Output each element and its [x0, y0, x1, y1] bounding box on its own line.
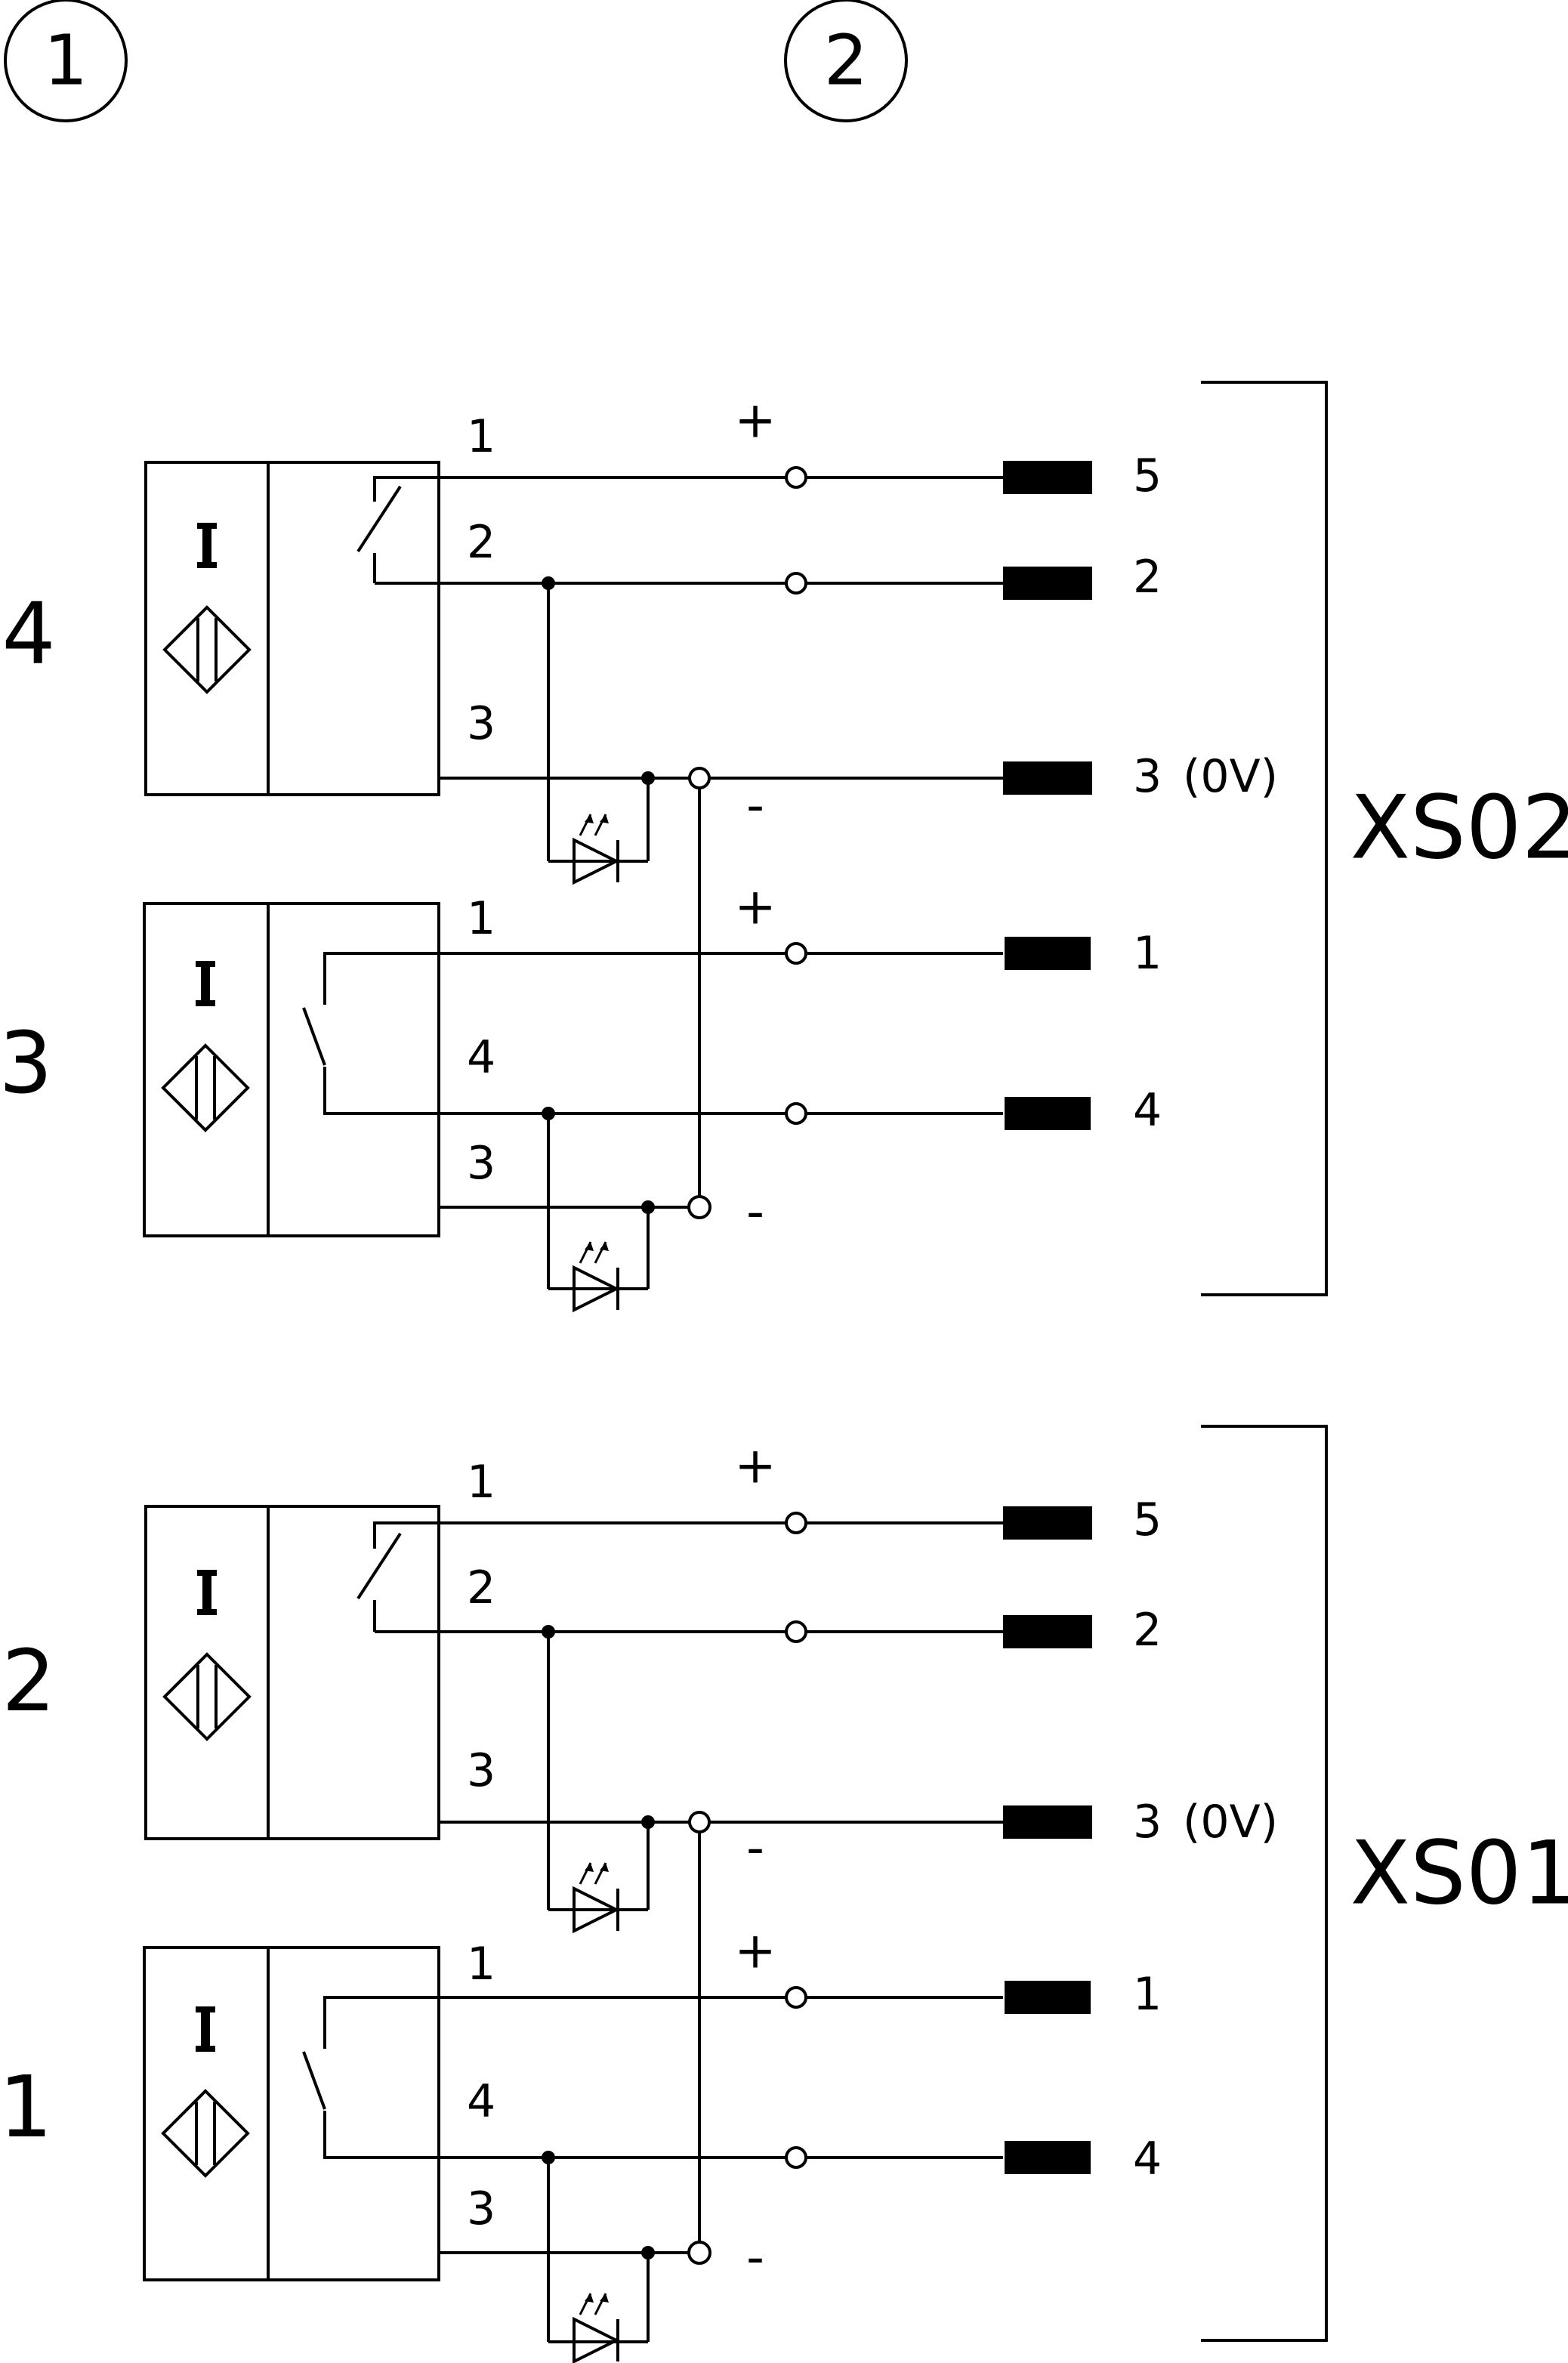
inductive-proximity-sensor-icon: [163, 521, 251, 693]
terminal-circle-icon: [785, 1620, 807, 1643]
sensor-pin-label: 3: [467, 2182, 495, 2235]
led-icon: [573, 1861, 619, 1932]
connector-pin-icon: [1003, 1615, 1092, 1648]
connector-pin-number: 3: [1133, 750, 1162, 803]
no-contact-icon: [302, 1996, 439, 2159]
header-marker-label: 1: [44, 20, 88, 101]
sensor-1: 1 1 4 3: [0, 1938, 1003, 2363]
sensor-pin-label: 2: [467, 1561, 495, 1614]
inductive-proximity-sensor-icon: [162, 959, 249, 1132]
nc-contact-icon: [357, 1521, 439, 1632]
terminal-column: [687, 466, 807, 1219]
sensor-id-label: 1: [0, 2059, 53, 2157]
sensor-body: [144, 461, 440, 796]
led-icon: [573, 1240, 619, 1311]
sensor-pin-label: 3: [467, 1137, 495, 1190]
sensor-pin-label: 4: [467, 1031, 495, 1084]
connector-pin-number: 4: [1133, 2133, 1162, 2185]
sensor-pin-label: 1: [467, 410, 495, 463]
connector-pin-icon: [1005, 937, 1091, 970]
terminal-column: [687, 1512, 807, 2265]
connector-pin-number: 2: [1133, 551, 1162, 604]
connector-pin-icon: [1003, 1805, 1092, 1839]
header-marker-label: 2: [824, 20, 869, 101]
connector-pin-number: 3: [1133, 1796, 1162, 1849]
sensor-pin-label: 3: [467, 697, 495, 750]
connector-unit-xs02: 4 1 2 3 3: [0, 381, 1568, 1311]
connector-pin-icon: [1005, 1981, 1091, 2014]
header-marker: 2: [784, 0, 908, 122]
terminal-circle-icon: [785, 1512, 807, 1534]
terminal-circle-icon: [687, 2241, 711, 2265]
polarity-label: -: [746, 777, 764, 835]
sensor-pin-label: 1: [467, 1456, 495, 1509]
sensor-body: [143, 902, 440, 1237]
sensor-3: 3 1 4 3: [0, 892, 1003, 1311]
polarity-label: -: [746, 1183, 764, 1241]
connector-pin-icon: [1003, 1506, 1092, 1540]
inductive-proximity-sensor-icon: [162, 2005, 249, 2177]
connector-pin-icon: [1003, 461, 1092, 494]
sensor-pin-label: 2: [467, 516, 495, 569]
sensor-body: [143, 1946, 440, 2281]
connector-unit-xs01: 2 1 2 3 1: [0, 1425, 1568, 2363]
sensor-id-label: 3: [0, 1015, 53, 1113]
connector-pin-number: 2: [1133, 1604, 1162, 1657]
connector-pin-icon: [1005, 2141, 1091, 2174]
sensor-pin-label: 3: [467, 1744, 495, 1797]
terminal-circle-icon: [688, 1811, 711, 1833]
polarity-label: +: [734, 878, 776, 936]
led-icon: [573, 813, 619, 884]
voltage-note: (0V): [1183, 1796, 1278, 1849]
terminal-circle-icon: [785, 466, 807, 489]
terminal-circle-icon: [687, 1195, 711, 1219]
led-icon: [573, 2292, 619, 2363]
connector-pin-number: 5: [1133, 449, 1162, 502]
terminal-circle-icon: [785, 1102, 807, 1125]
terminal-circle-icon: [785, 942, 807, 965]
connector-pin-number: 5: [1133, 1493, 1162, 1546]
sensor-pin-label: 1: [467, 1938, 495, 1991]
connector-label: XS02: [1350, 777, 1568, 879]
voltage-note: (0V): [1183, 750, 1278, 803]
sensor-pin-label: 1: [467, 892, 495, 945]
sensor-2: 2 1 2 3: [2, 1456, 1003, 1932]
connector-bracket: [1201, 1425, 1328, 2342]
connector-pin-number: 1: [1133, 1968, 1162, 2021]
sensor-id-label: 4: [2, 585, 55, 684]
header-marker: 1: [4, 0, 128, 122]
polarity-label: +: [734, 1437, 776, 1495]
connector-pin-icon: [1003, 567, 1092, 600]
no-contact-icon: [302, 952, 439, 1115]
connector-pins: [1003, 461, 1092, 1130]
sensor-body: [144, 1505, 440, 1840]
connector-pins: [1003, 1506, 1092, 2174]
sensor-pin-label: 4: [467, 2075, 495, 2128]
polarity-label: +: [734, 1922, 776, 1980]
connector-bracket: [1201, 381, 1328, 1296]
connector-pin-icon: [1005, 1097, 1091, 1130]
connector-label: XS01: [1350, 1823, 1568, 1925]
terminal-circle-icon: [785, 572, 807, 595]
polarity-label: -: [746, 2229, 764, 2287]
terminal-circle-icon: [785, 1986, 807, 2009]
sensor-4: 4 1 2 3: [2, 410, 1003, 884]
connector-pin-number: 4: [1133, 1084, 1162, 1137]
connector-pin-number: 1: [1133, 927, 1162, 980]
inductive-proximity-sensor-icon: [163, 1568, 251, 1741]
polarity-label: +: [734, 391, 776, 449]
sensor-id-label: 2: [2, 1632, 55, 1731]
connector-pin-icon: [1003, 761, 1092, 795]
terminal-circle-icon: [785, 2146, 807, 2169]
nc-contact-icon: [357, 476, 439, 583]
terminal-circle-icon: [688, 767, 711, 789]
polarity-label: -: [746, 1819, 764, 1877]
